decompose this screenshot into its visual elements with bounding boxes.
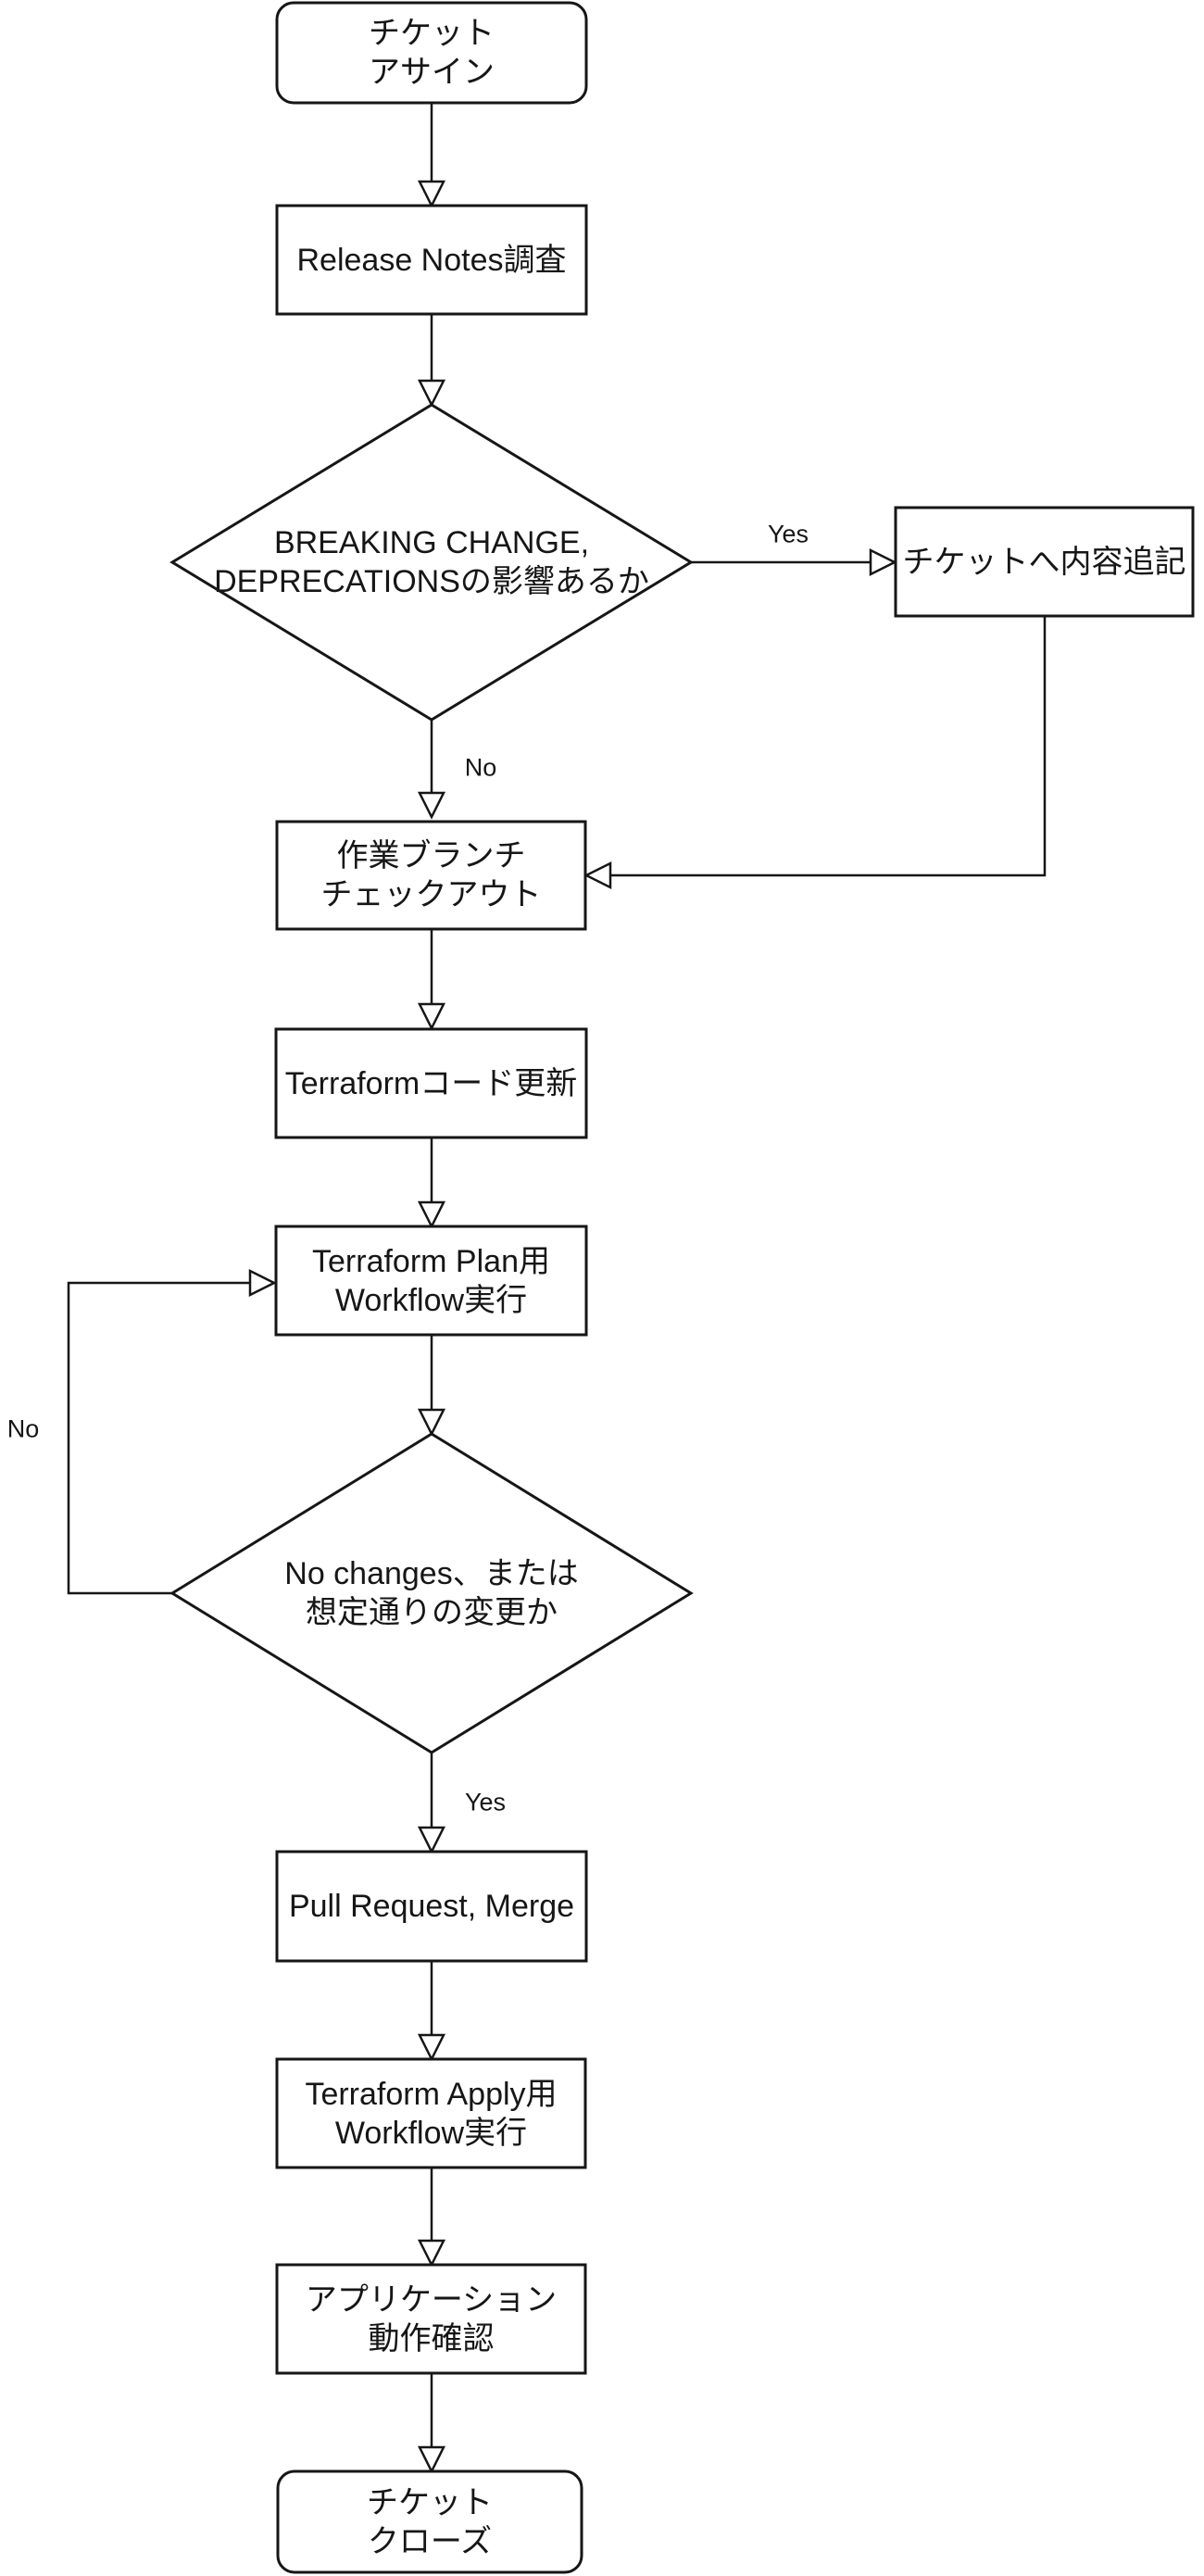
node-shape-end-terminator (276, 2469, 583, 2574)
node-shape-start-terminator (275, 1, 588, 105)
arrowhead-into-plan-left (248, 1268, 277, 1298)
node-shape-pull-request (275, 1850, 588, 1963)
node-shape-tf-apply (275, 2057, 587, 2169)
node-shape-decision-no-changes (169, 1432, 694, 1754)
arrowhead-into-decision-breaking (417, 379, 446, 408)
node-shape-ticket-append (894, 506, 1195, 618)
edge-label-breaking-yes: Yes (764, 521, 812, 548)
arrowhead-into-work-branch-right (583, 861, 612, 890)
edge-ticket-append-to-work-branch (609, 616, 1047, 877)
node-shape-decision-breaking (169, 403, 694, 722)
arrowhead-into-code-update (417, 1002, 446, 1031)
edge-decision-changes-no-loop (67, 1281, 251, 1595)
arrowhead-into-release-notes (417, 180, 446, 208)
arrowhead-into-app-check (417, 2239, 446, 2268)
node-shape-app-check (275, 2263, 587, 2375)
node-shape-tf-code-update (274, 1027, 588, 1139)
node-shape-work-branch (275, 820, 587, 931)
edge-label-changes-yes: Yes (461, 1789, 509, 1816)
arrowhead-into-decision-changes (417, 1408, 446, 1437)
arrowhead-into-ticket-append (869, 547, 897, 577)
arrowhead-into-end (417, 2445, 446, 2474)
node-shape-release-notes (275, 204, 588, 316)
arrowhead-into-plan-top (417, 1200, 446, 1229)
arrowhead-into-work-branch-top (417, 791, 446, 820)
node-shape-tf-plan (274, 1225, 588, 1337)
edge-label-plan-loop-no: No (4, 1415, 43, 1443)
arrowhead-into-apply (417, 2033, 446, 2062)
arrowhead-into-pull-request (417, 1826, 446, 1854)
edge-label-breaking-no: No (461, 754, 500, 782)
